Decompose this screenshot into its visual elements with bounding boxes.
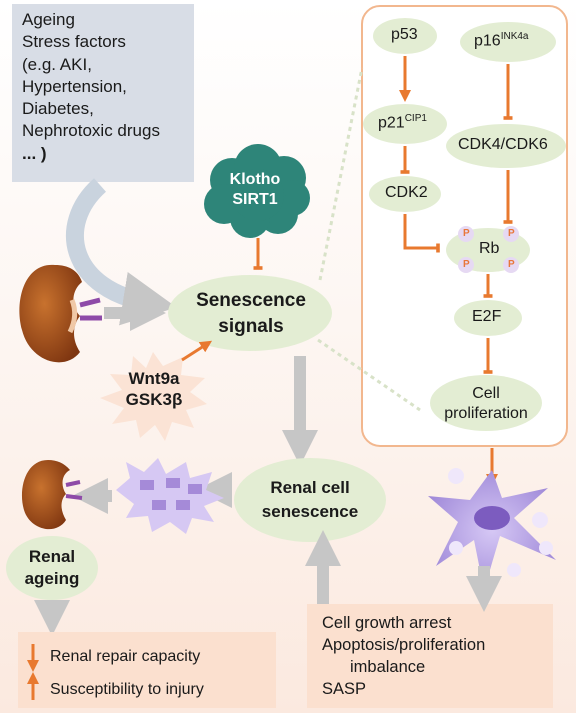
kidney-icon bbox=[19, 264, 102, 363]
stress-line: Diabetes, bbox=[22, 99, 94, 119]
p53-node bbox=[373, 18, 437, 54]
renal-cell-senescence-node bbox=[234, 458, 386, 542]
cdk2-label: CDK2 bbox=[385, 184, 428, 201]
p16-label: p16INK4a bbox=[474, 31, 529, 50]
renal-cell-senescence-label: Renal cell senescence bbox=[240, 476, 380, 524]
klotho-line: Klotho bbox=[229, 171, 281, 188]
outcomes-text: Cell growth arrest Apoptosis/proliferati… bbox=[322, 612, 485, 700]
p53-label: p53 bbox=[391, 26, 418, 43]
stress-line: Ageing bbox=[22, 10, 75, 29]
e2f-node bbox=[454, 300, 522, 336]
wnt9a-gsk3b-burst bbox=[100, 352, 207, 441]
rb-label: Rb bbox=[479, 240, 500, 257]
gsk3b-line: GSK3β bbox=[125, 390, 183, 409]
stress-line: Hypertension, bbox=[22, 76, 127, 96]
ageing-line: ageing bbox=[24, 569, 80, 588]
renal-ageing-node bbox=[6, 536, 98, 600]
stress-line: ... ) bbox=[22, 143, 47, 163]
phospho-label-tl: P bbox=[463, 228, 470, 239]
phospho-tl bbox=[458, 226, 474, 242]
sirt1-line: SIRT1 bbox=[232, 191, 278, 208]
cdk46-node bbox=[446, 124, 566, 168]
senescent-cells-icon bbox=[116, 458, 224, 534]
phospho-label-br: P bbox=[508, 259, 515, 270]
stress-line: (e.g. AKI, bbox=[22, 54, 92, 74]
renal-ageing-label: Renal ageing bbox=[12, 546, 92, 590]
cell-proliferation-label: Cell proliferation bbox=[432, 384, 540, 424]
stress-line: Stress factors bbox=[22, 32, 126, 52]
wnt9a-line: Wnt9a bbox=[128, 369, 180, 388]
repair-capacity-label: Renal repair capacity bbox=[50, 648, 201, 665]
wnt-activate-arrow bbox=[181, 340, 213, 362]
wnt-label: Wnt9a GSK3β bbox=[104, 368, 204, 410]
phospho-label-bl: P bbox=[463, 259, 470, 270]
cell-line: Cell bbox=[472, 385, 500, 402]
cell-proliferation-node bbox=[430, 375, 542, 431]
phospho-label-tr: P bbox=[508, 228, 515, 239]
stress-factors-text: Ageing Stress factors (e.g. AKI, Hyperte… bbox=[22, 9, 160, 165]
senescence-signals-label: Senescence signals bbox=[176, 288, 326, 340]
stress-to-senescence-arrow bbox=[66, 178, 177, 326]
p21-superscript: CIP1 bbox=[404, 113, 427, 124]
p16-superscript: INK4a bbox=[500, 31, 529, 42]
growth-arrest-line: Cell growth arrest bbox=[322, 614, 452, 632]
p21-node bbox=[363, 104, 447, 144]
p16-node bbox=[460, 22, 556, 62]
senescence-signals-node bbox=[168, 275, 332, 351]
cdk2-inhibits-rb bbox=[403, 214, 440, 253]
cdk46-label: CDK4/CDK6 bbox=[458, 136, 548, 153]
renal-line: Renal bbox=[28, 547, 76, 566]
imbalance-line: imbalance bbox=[350, 658, 426, 676]
stress-factors-box bbox=[12, 4, 194, 182]
signals-line: signals bbox=[218, 316, 284, 337]
p21-label: p21CIP1 bbox=[378, 113, 427, 132]
klotho-label: Klotho SIRT1 bbox=[205, 170, 305, 210]
aged-kidney-icon bbox=[21, 460, 83, 530]
phospho-bl bbox=[458, 257, 474, 273]
zoom-line-top bbox=[318, 67, 364, 281]
klotho-sirt1-cloud bbox=[204, 144, 310, 238]
effects-box bbox=[18, 632, 276, 708]
senescence-line: Senescence bbox=[196, 290, 306, 311]
apoptosis-line: Apoptosis/proliferation bbox=[322, 636, 486, 654]
susceptibility-label: Susceptibility to injury bbox=[50, 681, 204, 698]
p21-text: p21 bbox=[378, 114, 405, 132]
cdk2-node bbox=[369, 176, 441, 212]
phospho-tr bbox=[503, 226, 519, 242]
p16-text: p16 bbox=[474, 32, 501, 50]
e2f-label: E2F bbox=[472, 308, 502, 325]
renal-cell-line: Renal cell bbox=[270, 478, 350, 497]
senescence-line: senescence bbox=[261, 502, 359, 521]
senescent-cell-icon bbox=[428, 468, 556, 590]
proliferation-line: proliferation bbox=[444, 405, 528, 422]
stress-line: Nephrotoxic drugs bbox=[22, 121, 160, 141]
sasp-line: SASP bbox=[322, 680, 367, 698]
phospho-br bbox=[503, 257, 519, 273]
outcomes-box bbox=[307, 604, 553, 708]
